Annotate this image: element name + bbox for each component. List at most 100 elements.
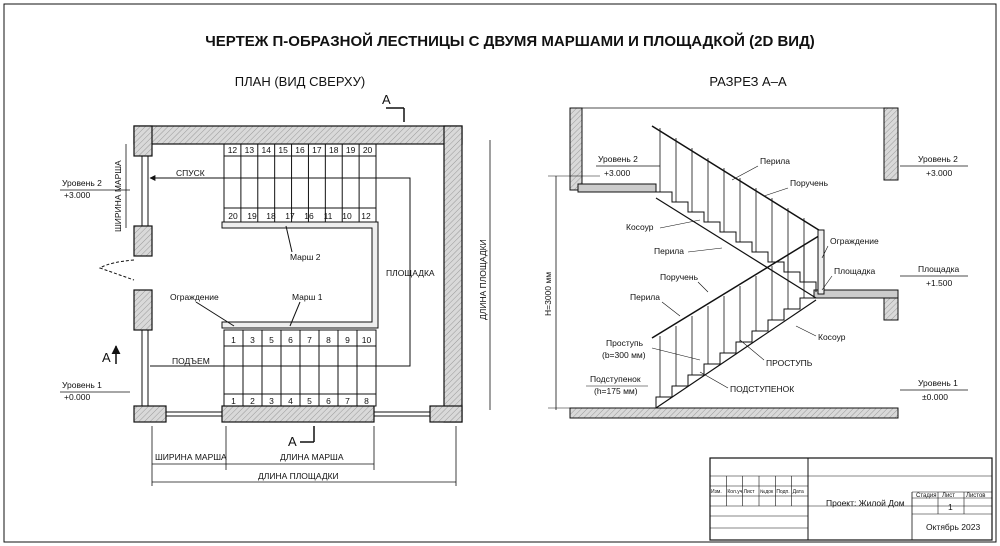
plan-section-arrow-left: А	[102, 345, 121, 365]
svg-text:Перила: Перила	[760, 156, 790, 166]
plan-step-number: 20	[228, 211, 238, 221]
plan-step-number: 10	[342, 211, 352, 221]
svg-text:±0.000: ±0.000	[922, 392, 948, 402]
plan-step-number: 11	[324, 211, 333, 221]
section-height-dim: Н=3000 мм	[543, 175, 600, 410]
plan-step-number: 7	[345, 396, 350, 406]
stamp-column-header: Лист	[744, 489, 756, 495]
plan-step-number: 19	[346, 145, 356, 155]
svg-text:+1.500: +1.500	[926, 278, 953, 288]
plan-level2-mark: Уровень 2 +3.000	[60, 178, 130, 200]
plan-ascent-label: ПОДЪЕМ	[172, 356, 210, 366]
plan-step-number: 19	[247, 211, 257, 221]
plan-step-number: 3	[269, 396, 274, 406]
svg-text:Перила: Перила	[654, 246, 684, 256]
plan-railing-label: Ограждение	[170, 292, 219, 302]
plan-step-number: 6	[288, 335, 293, 345]
stamp-column-header: Изм.	[711, 489, 722, 495]
svg-text:ШИРИНА МАРША: ШИРИНА МАРША	[113, 160, 123, 232]
section-heading: РАЗРЕЗ А–А	[709, 74, 787, 89]
section-newel-post	[817, 229, 825, 295]
plan-step-number: 18	[266, 211, 276, 221]
stamp-column-header: Подп.	[776, 489, 789, 495]
svg-text:Уровень 2: Уровень 2	[62, 178, 102, 188]
svg-text:Косоур: Косоур	[818, 332, 846, 342]
stamp-column-header: Кол.уч	[727, 489, 742, 495]
section-annotations: Уровень 2 +3.000 Перила Поручень Косоур …	[586, 154, 879, 396]
svg-text:(b=300 мм): (b=300 мм)	[602, 350, 646, 360]
section-upper-flight	[655, 191, 817, 299]
plan-step-number: 20	[363, 145, 373, 155]
section-right-levels: Уровень 2 +3.000 Площадка +1.500 Уровень…	[900, 154, 968, 402]
svg-text:Поручень: Поручень	[790, 178, 829, 188]
plan-step-number: 12	[361, 211, 371, 221]
section-handrail-upper	[651, 125, 823, 233]
plan-step-number: 7	[307, 335, 312, 345]
plan-step-number: 6	[326, 396, 331, 406]
plan-step-number: 16	[304, 211, 314, 221]
svg-text:Ограждение: Ограждение	[830, 236, 879, 246]
stamp-sheet: Лист	[942, 493, 955, 499]
svg-text:Уровень 1: Уровень 1	[62, 380, 102, 390]
stamp-column-header: Дата	[793, 489, 804, 495]
svg-text:ДЛИНА ПЛОЩАДКИ: ДЛИНА ПЛОЩАДКИ	[258, 471, 339, 481]
drawing-title: ЧЕРТЕЖ П-ОБРАЗНОЙ ЛЕСТНИЦЫ С ДВУМЯ МАРША…	[205, 32, 815, 50]
stamp-sheets: Листов	[966, 493, 986, 499]
plan-step-number: 9	[345, 335, 350, 345]
plan-flight2-label: Марш 2	[290, 252, 321, 262]
section-handrail-lower	[651, 233, 823, 339]
svg-text:ПОДСТУПЕНОК: ПОДСТУПЕНОК	[730, 384, 794, 394]
stamp-project: Проект: Жилой Дом	[826, 498, 905, 508]
plan-dim-flight-width-v: ШИРИНА МАРША	[113, 144, 127, 232]
stamp-stage: Стадия	[916, 493, 936, 499]
svg-text:Уровень 1: Уровень 1	[918, 378, 958, 388]
plan-step-number: 15	[278, 145, 288, 155]
plan-step-number: 5	[307, 396, 312, 406]
svg-text:ПРОСТУПЬ: ПРОСТУПЬ	[766, 358, 813, 368]
svg-text:+3.000: +3.000	[604, 168, 631, 178]
plan-dim-bottom: ШИРИНА МАРША ДЛИНА МАРША ДЛИНА ПЛОЩАДКИ	[151, 426, 457, 486]
section-lower-flight	[655, 297, 817, 409]
plan-step-number: 17	[285, 211, 295, 221]
plan-step-number: 1	[231, 396, 236, 406]
plan-landing-label: ПЛОЩАДКА	[386, 268, 435, 278]
svg-text:ШИРИНА МАРША: ШИРИНА МАРША	[155, 452, 227, 462]
sheet-border	[3, 3, 997, 543]
plan-step-number: 4	[288, 396, 293, 406]
svg-text:+3.000: +3.000	[64, 190, 91, 200]
svg-text:Косоур: Косоур	[626, 222, 654, 232]
plan-railing	[221, 221, 379, 329]
svg-text:(h=175 мм): (h=175 мм)	[594, 386, 638, 396]
plan-step-number: 10	[362, 335, 372, 345]
plan-step-number: 12	[228, 145, 238, 155]
svg-text:Поручень: Поручень	[660, 272, 699, 282]
plan-walk-line	[149, 175, 411, 367]
svg-text:ДЛИНА МАРША: ДЛИНА МАРША	[280, 452, 344, 462]
plan-step-number: 16	[295, 145, 305, 155]
svg-text:ДЛИНА ПЛОЩАДКИ: ДЛИНА ПЛОЩАДКИ	[478, 239, 488, 320]
svg-text:+3.000: +3.000	[926, 168, 953, 178]
plan-step-number: 1	[231, 335, 236, 345]
svg-text:А: А	[288, 434, 297, 449]
svg-text:А: А	[382, 92, 391, 107]
plan-step-number: 3	[250, 335, 255, 345]
plan-flight1-label: Марш 1	[292, 292, 323, 302]
plan-walls	[98, 125, 463, 423]
plan-level1-mark: Уровень 1 +0.000	[60, 380, 130, 402]
svg-text:Подступенок: Подступенок	[590, 374, 641, 384]
svg-text:Площадка: Площадка	[834, 266, 875, 276]
section-walls	[569, 107, 899, 419]
stamp-column-header: №док	[760, 489, 774, 495]
plan-step-number: 18	[329, 145, 339, 155]
stamp-sheet-value: 1	[948, 502, 953, 512]
svg-text:Н=3000 мм: Н=3000 мм	[543, 272, 553, 316]
svg-text:+0.000: +0.000	[64, 392, 91, 402]
svg-text:Перила: Перила	[630, 292, 660, 302]
plan-step-number: 13	[245, 145, 255, 155]
plan-step-number: 8	[326, 335, 331, 345]
plan-step-number: 14	[261, 145, 271, 155]
plan-descent-label: СПУСК	[176, 168, 205, 178]
